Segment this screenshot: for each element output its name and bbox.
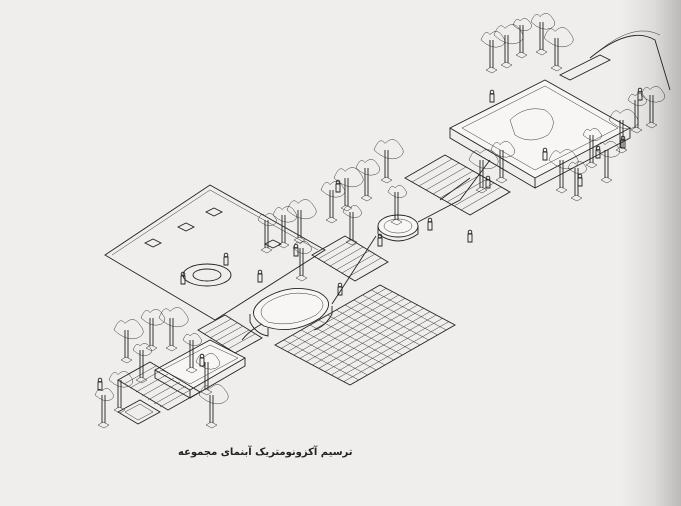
central-steps xyxy=(311,235,389,282)
left-plaza-outline xyxy=(104,184,326,321)
tree xyxy=(132,343,152,384)
tree xyxy=(198,384,229,429)
tree xyxy=(512,18,532,59)
human-figure xyxy=(97,377,103,391)
human-figure xyxy=(337,282,343,296)
human-figure xyxy=(637,87,643,101)
human-figure xyxy=(620,135,626,149)
human-figure xyxy=(335,179,341,193)
human-figure xyxy=(577,173,583,187)
human-figure xyxy=(257,269,263,283)
tree xyxy=(158,307,189,352)
grid-paving xyxy=(274,284,456,386)
human-figure xyxy=(180,271,186,285)
human-figure xyxy=(485,175,491,189)
human-figure xyxy=(223,252,229,266)
upper-pool xyxy=(449,79,631,189)
human-figure xyxy=(199,353,205,367)
tree xyxy=(257,213,277,254)
plaza-planters xyxy=(143,207,283,249)
tree xyxy=(595,141,621,184)
tree xyxy=(490,141,516,184)
tree xyxy=(94,388,114,429)
circular-bench xyxy=(182,263,232,287)
human-figure xyxy=(467,229,473,243)
tree xyxy=(493,24,524,69)
tree xyxy=(387,185,407,226)
tree xyxy=(468,149,499,194)
tree xyxy=(480,31,506,74)
tree xyxy=(182,333,202,374)
human-figures xyxy=(97,87,643,391)
human-figure xyxy=(595,145,601,159)
human-figure xyxy=(377,233,383,247)
tree xyxy=(342,205,362,246)
tree xyxy=(548,149,579,194)
tree xyxy=(543,27,574,72)
drawing-caption: ترسیم آکزونومتریک آبنمای مجموعه xyxy=(178,447,353,458)
tree xyxy=(320,181,346,224)
human-figure xyxy=(489,89,495,103)
middle-steps-a xyxy=(197,314,263,354)
tree xyxy=(140,309,166,352)
tree xyxy=(113,319,144,364)
tree xyxy=(567,161,587,202)
trees-group xyxy=(94,13,666,429)
tree xyxy=(292,241,312,282)
tree xyxy=(272,206,298,249)
upper-steps xyxy=(404,154,511,216)
tree xyxy=(108,371,134,414)
water-channel xyxy=(241,159,491,341)
human-figure xyxy=(427,217,433,231)
tree xyxy=(627,93,647,134)
tree xyxy=(355,159,381,202)
tree xyxy=(333,167,364,212)
small-basin xyxy=(117,399,161,425)
page-gutter-shadow xyxy=(621,0,681,506)
oval-pool xyxy=(249,287,333,337)
tree xyxy=(373,139,404,184)
tree xyxy=(582,128,602,169)
tree xyxy=(530,13,556,56)
top-walkway xyxy=(558,34,671,91)
lower-pool xyxy=(154,339,246,399)
human-figure xyxy=(542,147,548,161)
human-figure xyxy=(293,243,299,257)
tree xyxy=(640,86,666,129)
